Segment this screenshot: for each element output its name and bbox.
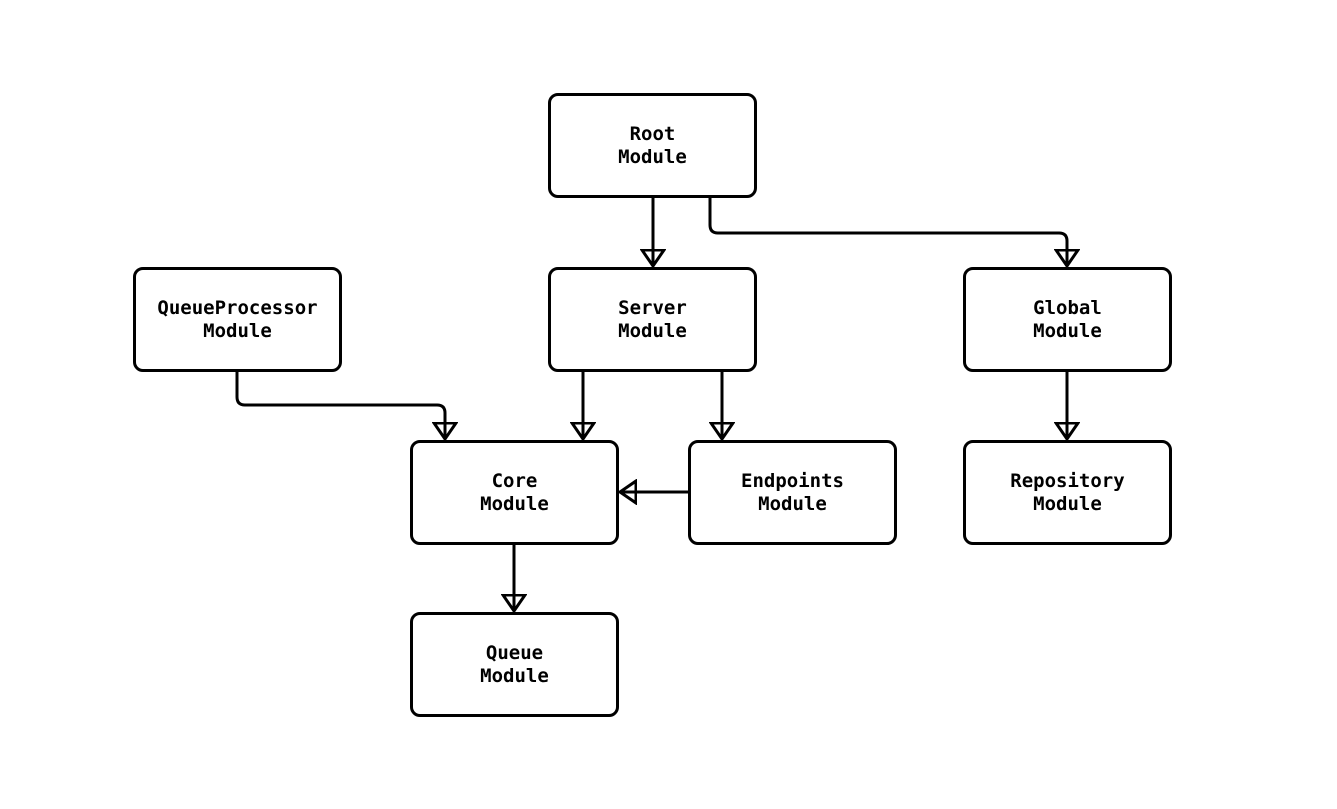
node-label-line: Module — [1033, 319, 1102, 342]
node-repository-module: Repository Module — [963, 440, 1172, 545]
node-label-line: Repository — [1010, 469, 1125, 492]
node-label-line: QueueProcessor — [157, 296, 318, 319]
node-label-line: Endpoints — [741, 469, 844, 492]
node-queue-module: Queue Module — [410, 612, 619, 717]
node-label-line: Global — [1033, 296, 1102, 319]
edge-queueprocessor-to-core — [235, 372, 445, 439]
node-label-line: Server — [618, 296, 687, 319]
node-label-line: Module — [480, 664, 549, 687]
node-label-line: Queue — [485, 641, 544, 664]
node-queueprocessor-module: QueueProcessor Module — [133, 267, 342, 372]
node-label-line: Module — [618, 319, 687, 342]
node-endpoints-module: Endpoints Module — [688, 440, 897, 545]
node-label-line: Module — [480, 492, 549, 515]
node-label-line: Core — [491, 469, 538, 492]
node-label-line: Root — [629, 122, 676, 145]
edge-root-to-global — [708, 198, 1067, 266]
node-label-line: Module — [203, 319, 272, 342]
node-label-line: Module — [1033, 492, 1102, 515]
node-global-module: Global Module — [963, 267, 1172, 372]
node-label-line: Module — [618, 145, 687, 168]
node-label-line: Module — [758, 492, 827, 515]
node-server-module: Server Module — [548, 267, 757, 372]
node-root-module: Root Module — [548, 93, 757, 198]
node-core-module: Core Module — [410, 440, 619, 545]
